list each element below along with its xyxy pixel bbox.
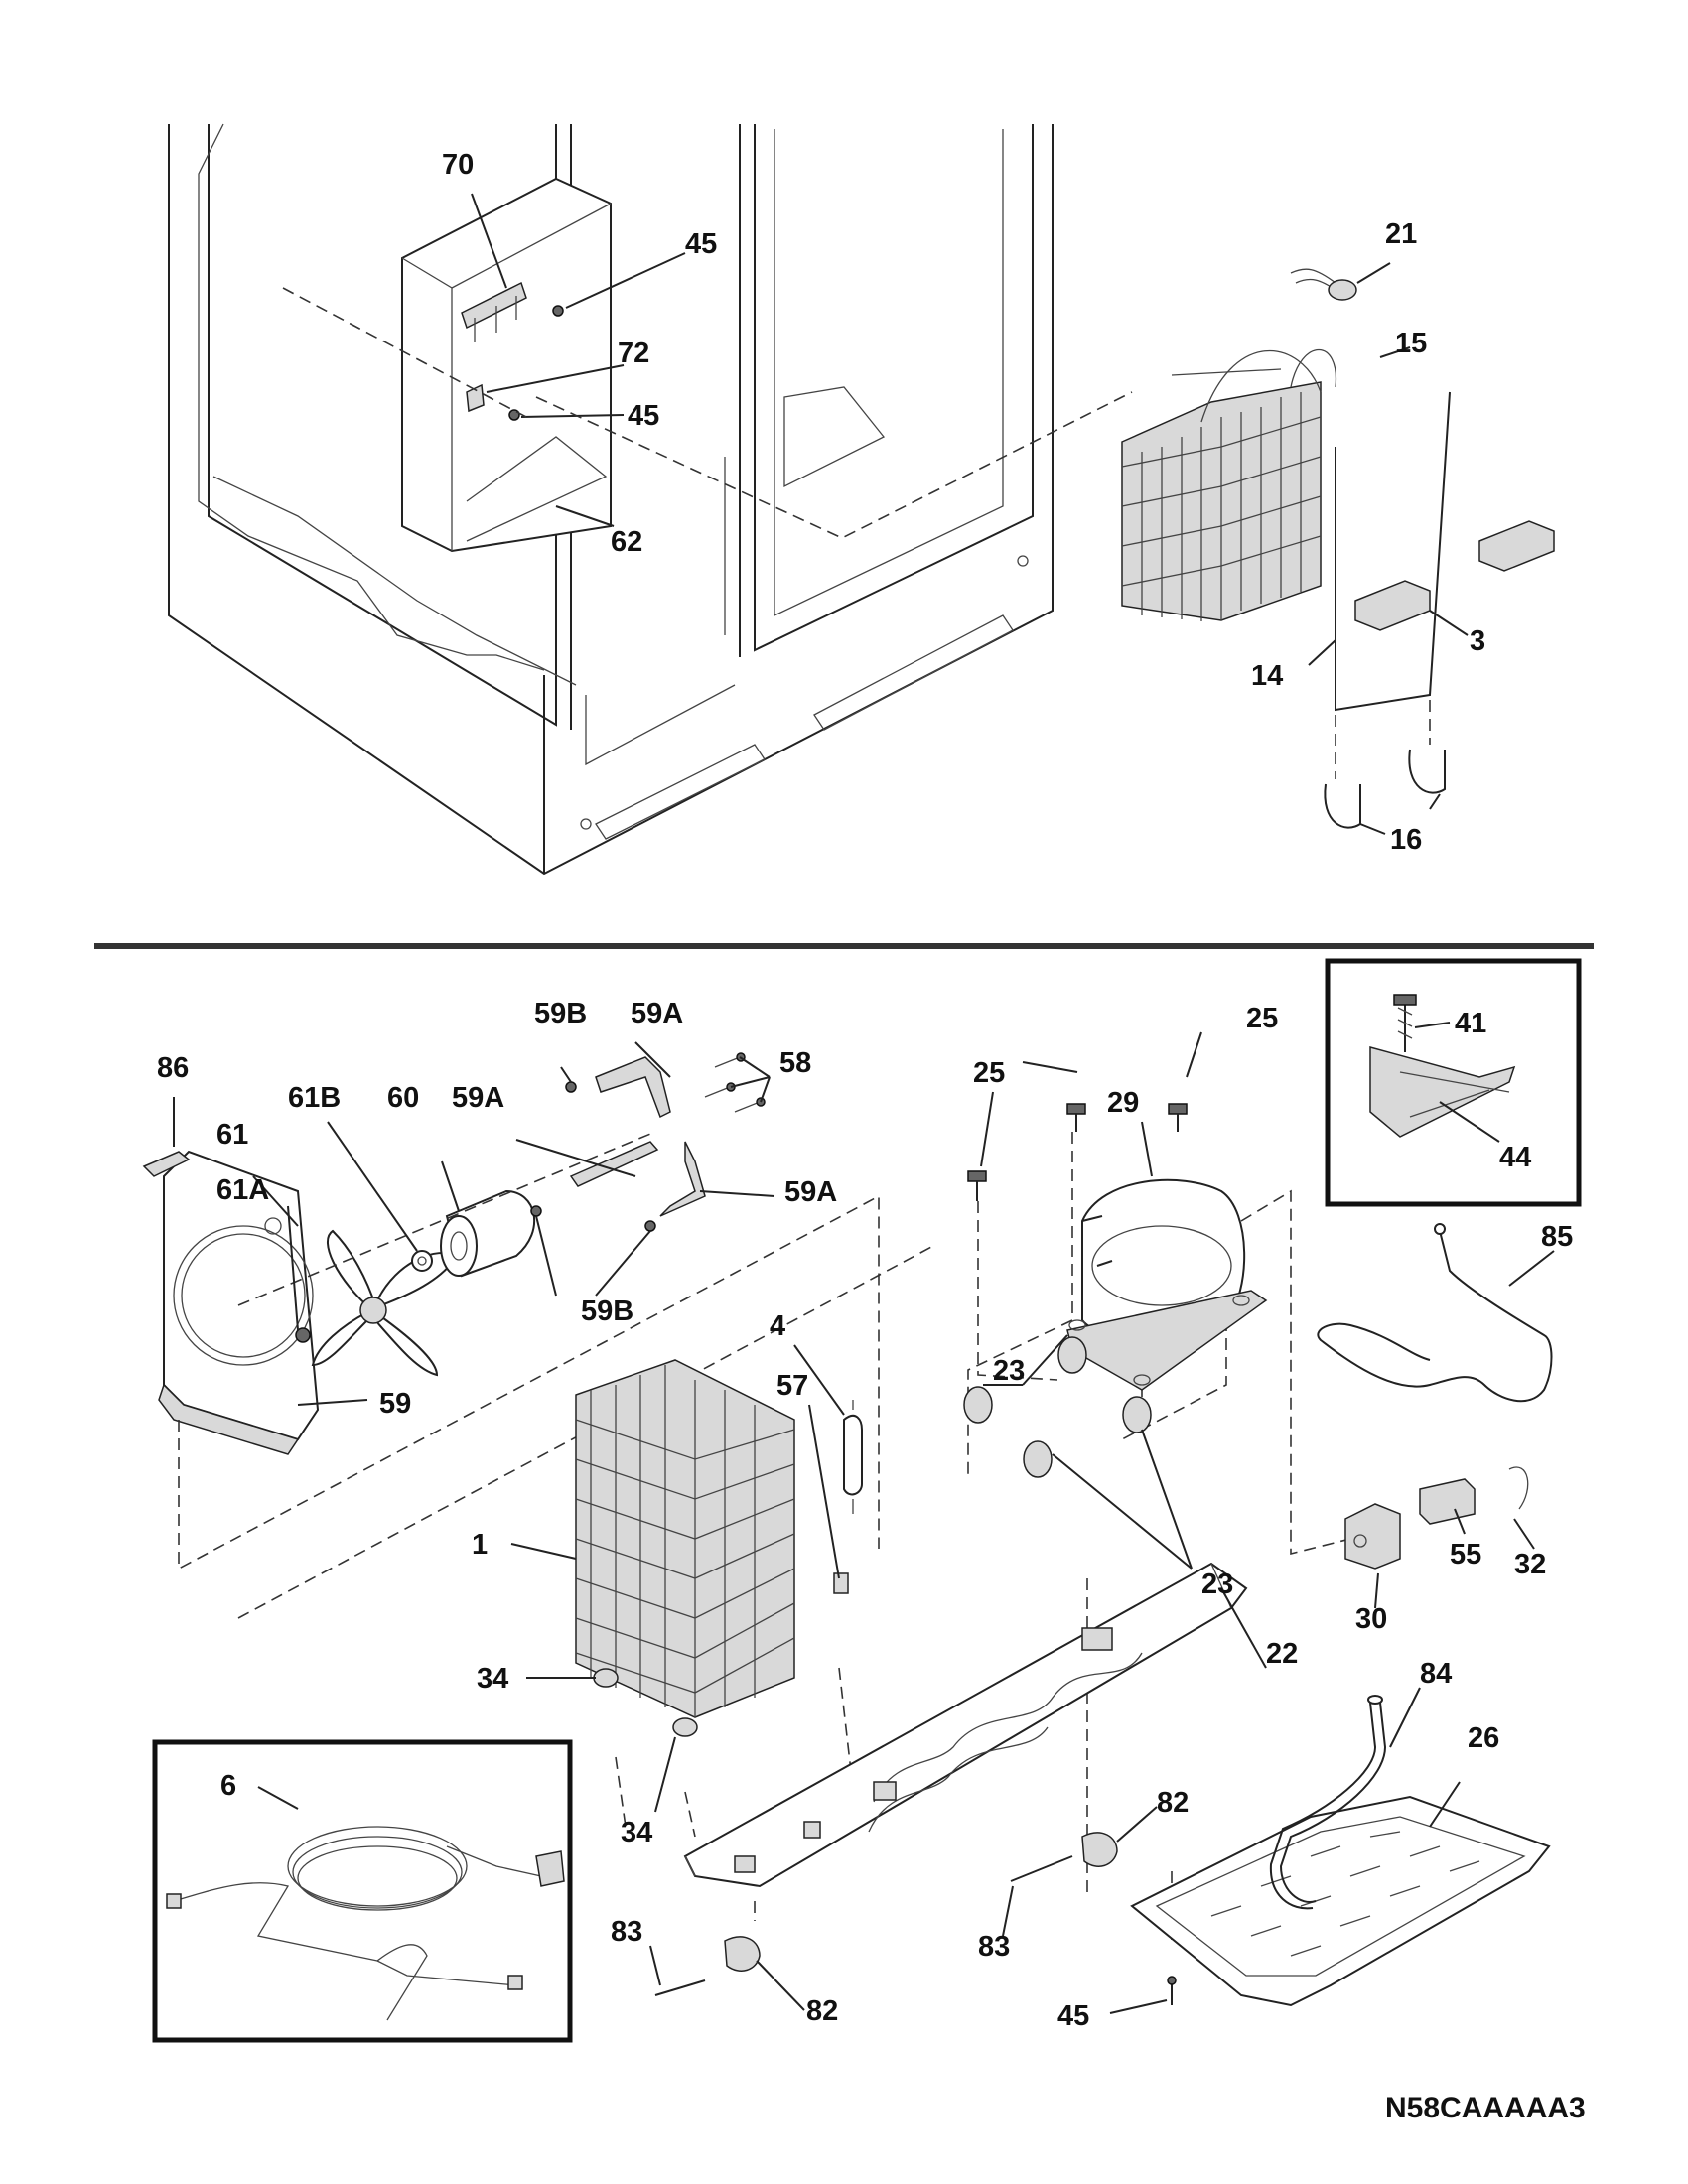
callout-44: 44: [1499, 1142, 1531, 1173]
part-61A-61B: [295, 1250, 433, 1343]
part-61-fan-blade: [311, 1229, 459, 1377]
callout-59B-low: 59B: [581, 1296, 633, 1327]
callout-62: 62: [611, 526, 642, 558]
part-59-shroud: [158, 1150, 320, 1455]
callout-61A: 61A: [216, 1174, 269, 1206]
callout-21: 21: [1385, 218, 1417, 250]
callout-15: 15: [1395, 328, 1427, 359]
part-59A-brackets: [530, 1056, 706, 1232]
callout-6: 6: [220, 1770, 236, 1802]
callout-23-top: 23: [993, 1355, 1025, 1387]
callout-55: 55: [1450, 1539, 1481, 1570]
callout-32: 32: [1514, 1549, 1546, 1580]
part-4-drier: [843, 1400, 863, 1514]
inset-box-6: [152, 1739, 573, 2043]
part-1-coil: [575, 1359, 795, 1718]
part-45-screws: [508, 305, 564, 421]
part-60-motor: [440, 1189, 535, 1278]
part-70-bracket: [461, 281, 527, 342]
part-16-clips: [1324, 346, 1446, 835]
part-26-drain-pan: [1130, 1795, 1551, 2007]
part-22-base: [683, 1562, 1248, 1888]
callout-86: 86: [157, 1052, 189, 1084]
callout-59A-top: 59A: [631, 998, 683, 1029]
callout-61B: 61B: [288, 1082, 341, 1114]
part-85-tube: [1317, 1223, 1553, 1403]
callout-labels: 70 45 72 45 62 21 15 3 14 16 59B 59A 58 …: [157, 149, 1586, 2124]
part-55-overload: [1419, 1478, 1476, 1525]
callout-45-top: 45: [685, 228, 717, 260]
callout-58: 58: [779, 1047, 811, 1079]
callout-83-right: 83: [978, 1931, 1010, 1963]
top-leaders: [282, 193, 1133, 539]
part-30-relay: [1344, 1503, 1401, 1570]
part-72-clip: [466, 383, 485, 413]
callout-14: 14: [1251, 660, 1283, 692]
callout-57: 57: [776, 1370, 808, 1402]
callout-1: 1: [472, 1529, 488, 1561]
part-57-connector: [833, 1572, 849, 1594]
callout-59A-mid: 59A: [452, 1082, 504, 1114]
part-25-screws: [967, 1103, 1188, 1201]
part-23-grommets: [963, 1336, 1152, 1478]
part-14-tube: [1308, 391, 1451, 712]
part-45-screw-bottom: [1167, 1976, 1177, 2005]
callout-25-mid: 25: [973, 1057, 1005, 1089]
callout-34-top: 34: [477, 1663, 508, 1695]
callout-45-bottom: 45: [1057, 2000, 1089, 2032]
part-32-cover: [1508, 1466, 1535, 1550]
callout-60: 60: [387, 1082, 419, 1114]
cabinet-outline: [168, 123, 1054, 876]
callout-59A-right: 59A: [784, 1176, 837, 1208]
part-86-clip: [142, 1151, 191, 1177]
callout-82-right: 82: [1157, 1787, 1189, 1819]
callout-84: 84: [1420, 1658, 1452, 1690]
part-21: [1290, 262, 1391, 301]
callout-22: 22: [1266, 1638, 1298, 1670]
part-84-tube: [1269, 1695, 1387, 1910]
callout-59B-top: 59B: [534, 998, 587, 1029]
part-29-compressor: [1066, 1178, 1268, 1391]
part-62-duct: [401, 177, 612, 553]
callout-23-low: 23: [1201, 1569, 1233, 1600]
callout-82-low: 82: [806, 1995, 838, 2027]
callout-4: 4: [770, 1310, 785, 1342]
callout-45-mid: 45: [628, 400, 659, 432]
part-58-screws: [704, 1052, 766, 1113]
diagram-code: N58CAAAAA3: [1385, 2092, 1586, 2124]
callout-83-left: 83: [611, 1916, 642, 1948]
part-83-screws: [654, 1855, 1073, 1996]
callout-25-right: 25: [1246, 1003, 1278, 1034]
callout-59: 59: [379, 1388, 411, 1420]
part-15-condenser: [1121, 348, 1337, 621]
callout-29: 29: [1107, 1087, 1139, 1119]
callout-72: 72: [618, 338, 649, 369]
callout-70: 70: [442, 149, 474, 181]
part-82-feet: [724, 1832, 1118, 1972]
callout-34-low: 34: [621, 1817, 652, 1848]
callout-85: 85: [1541, 1221, 1573, 1253]
part-3-blocks: [1354, 520, 1555, 636]
part-34-feet: [593, 1668, 698, 1737]
callout-26: 26: [1468, 1722, 1499, 1754]
callout-61: 61: [216, 1119, 248, 1151]
callout-30: 30: [1355, 1603, 1387, 1635]
callout-16: 16: [1390, 824, 1422, 856]
bottom-leaders: [173, 1031, 1555, 2014]
callout-41: 41: [1455, 1008, 1486, 1039]
callout-3: 3: [1470, 625, 1485, 657]
inset-box-41-44: [1325, 958, 1582, 1207]
